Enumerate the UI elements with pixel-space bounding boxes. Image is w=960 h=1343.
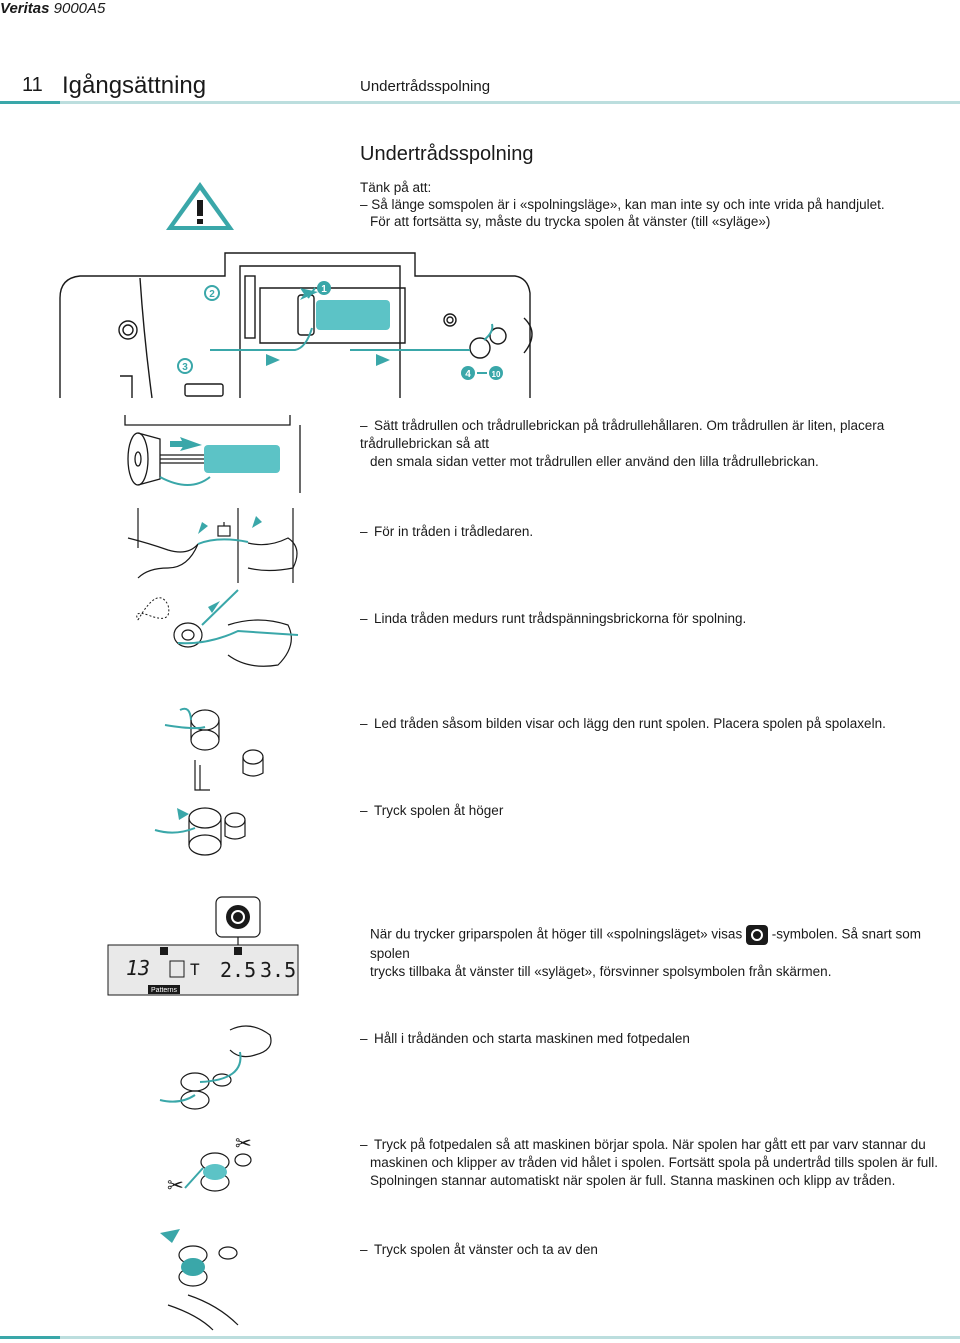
lcd-display-illustration: 13 T 2.5 3.5 Patterns [107, 896, 299, 996]
step-4-text: Led tråden såsom bilden visar och lägg d… [374, 716, 886, 731]
header-rule [0, 101, 960, 104]
note-heading: Tänk på att: [360, 180, 432, 195]
bobbin-spindle-illustration [164, 707, 264, 791]
step-8-line-3: Spolningen stannar automatiskt när spole… [370, 1173, 896, 1188]
step-1-line-2: den smala sidan vetter mot trådrullen el… [370, 454, 819, 469]
step-6-text-b: -symbolen. Så snart som spolen [370, 926, 922, 961]
bobbin-remove-illustration [160, 1229, 239, 1331]
step-8: –Tryck på fotpedalen så att maskinen bör… [360, 1137, 939, 1188]
note-line-1: – Så länge somspolen är i «spolningsläge… [360, 197, 885, 212]
step-2: –För in tråden i trådledaren. [360, 524, 534, 539]
header-rule-accent [0, 101, 60, 104]
step-3-text: Linda tråden medurs runt trådspänningsbr… [374, 611, 747, 626]
step-6-line-2: trycks tillbaka åt vänster till «syläget… [370, 964, 832, 979]
step-8-line-2: maskinen och klipper av tråden vid hålet… [370, 1155, 939, 1170]
section-title: Undertrådsspolning [360, 143, 534, 165]
step-4: –Led tråden såsom bilden visar och lägg … [360, 716, 886, 731]
brand-name: Veritas [0, 0, 50, 17]
tension-disc-illustration [136, 589, 299, 667]
model-name: 9000A5 [53, 0, 106, 17]
callout-4: 4 [465, 369, 471, 380]
step-3: –Linda tråden medurs runt trådspänningsb… [360, 611, 747, 626]
lcd-stitch-length: 2.5 [220, 958, 256, 982]
brand-header: Veritas 9000A5 [0, 0, 105, 17]
machine-top-diagram: 2 1 3 4 10 [59, 252, 533, 399]
thread-guide-illustration [127, 508, 298, 583]
step-1: –Sätt trådrullen och trådrullebrickan på… [360, 417, 960, 471]
step-7-text: Håll i trådänden och starta maskinen med… [374, 1031, 690, 1046]
scissors-icon-2: ✂ [167, 1175, 184, 1197]
step-8-line-1: Tryck på fotpedalen så att maskinen börj… [374, 1137, 926, 1152]
hold-thread-illustration [159, 1025, 272, 1110]
callout-10: 10 [492, 370, 501, 379]
bobbin-winding-icon [745, 925, 768, 945]
spool-holder-illustration [124, 415, 301, 493]
callout-1: 1 [321, 284, 327, 295]
warning-icon [166, 182, 234, 230]
footer-rule [60, 1336, 960, 1339]
step-7: –Håll i trådänden och starta maskinen me… [360, 1031, 690, 1046]
step-1-line-1: Sätt trådrullen och trådrullebrickan på … [360, 418, 885, 451]
callout-3: 3 [182, 362, 188, 373]
chapter-title: Igångsättning [62, 72, 207, 99]
step-9-text: Tryck spolen åt vänster och ta av den [374, 1242, 598, 1257]
lcd-stitch-width: 3.5 [260, 958, 296, 982]
bobbin-push-right-illustration [154, 807, 246, 856]
step-9: –Tryck spolen åt vänster och ta av den [360, 1242, 598, 1257]
footer-rule-accent [0, 1336, 60, 1339]
warning-note: Tänk på att: – Så länge somspolen är i «… [360, 179, 950, 230]
lcd-stitch-symbol: T [190, 960, 200, 979]
bobbin-cut-illustration: ✂ ✂ [167, 1133, 252, 1197]
step-5: –Tryck spolen åt höger [360, 803, 504, 818]
scissors-icon: ✂ [235, 1133, 252, 1155]
step-6-text-a: När du trycker griparspolen åt höger til… [370, 926, 743, 942]
step-2-text: För in tråden i trådledaren. [374, 524, 534, 539]
step-6: När du trycker griparspolen åt höger til… [370, 925, 960, 981]
note-line-2: För att fortsätta sy, måste du trycka sp… [370, 214, 771, 229]
callout-labels: 2 1 3 4 10 [177, 281, 503, 380]
callout-2: 2 [209, 289, 215, 300]
step-5-text: Tryck spolen åt höger [374, 803, 504, 818]
page-number: 11 [22, 74, 43, 96]
lcd-patterns-label: Patterns [151, 987, 178, 994]
header-subtitle: Undertrådsspolning [360, 78, 491, 95]
lcd-pattern-number: 13 [126, 956, 150, 980]
